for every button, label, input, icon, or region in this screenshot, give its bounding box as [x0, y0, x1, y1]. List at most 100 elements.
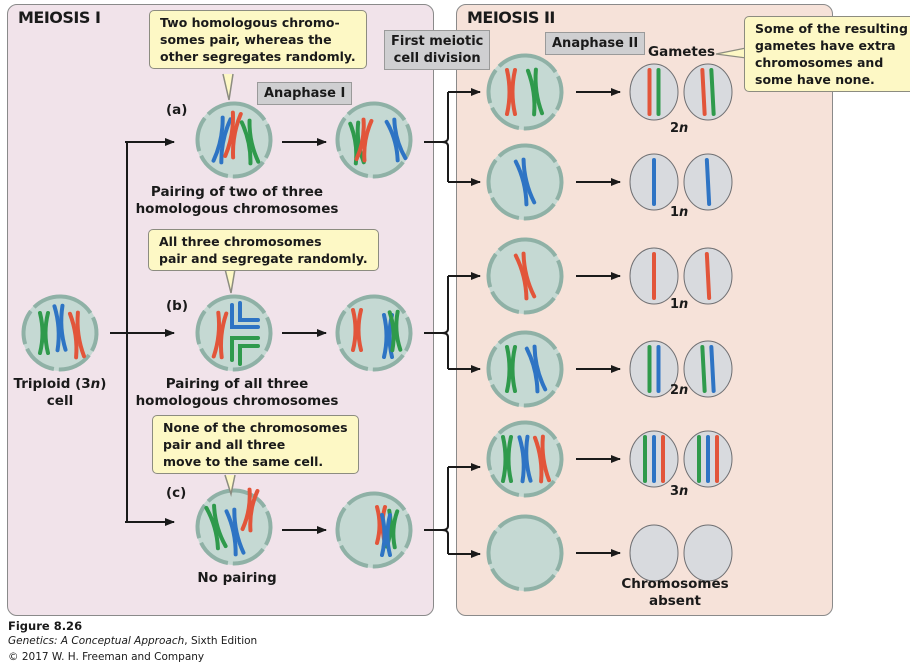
gamete	[683, 340, 733, 398]
chromatid	[387, 310, 396, 353]
caption-b-line: Pairing of all three	[165, 376, 309, 392]
chromosome-green-arm	[230, 336, 260, 362]
callout-c: None of the chromosomes pair and all thr…	[152, 415, 359, 474]
caption-a-line: homologous chromosomes	[135, 201, 339, 217]
cell-b-prophase	[195, 294, 273, 372]
copyright: © 2017 W. H. Freeman and Company	[8, 651, 205, 663]
gamete	[629, 524, 679, 582]
gamete	[683, 524, 733, 582]
chromatid	[239, 120, 253, 166]
chromatid	[232, 507, 246, 555]
chromosome-green	[204, 503, 228, 551]
gamete	[629, 247, 679, 305]
pathway-c-letter: (c)	[166, 485, 187, 501]
chromatid	[385, 513, 392, 557]
ploidy-n: n	[679, 484, 689, 499]
gamete	[629, 153, 679, 211]
chromatid	[240, 487, 252, 532]
caption-c-line: No pairing	[197, 570, 277, 586]
chromatid-blue	[704, 158, 712, 206]
chromatid	[362, 118, 374, 163]
chromatid	[510, 345, 517, 393]
absent-line: absent	[648, 593, 702, 609]
chromatid	[510, 68, 517, 116]
callout-c-tail	[224, 474, 236, 497]
triploid-cell-label: Triploid (3n) cell	[10, 376, 110, 410]
result-callout-tail	[715, 47, 747, 59]
gamete-membrane	[683, 340, 733, 398]
result-callout-line: chromosomes and	[755, 55, 884, 70]
result-callout: Some of the resulting gametes have extra…	[744, 16, 910, 92]
cells-layer	[21, 47, 747, 592]
chromatid	[532, 435, 544, 484]
cell-membrane	[335, 294, 413, 372]
chromatid	[391, 509, 400, 550]
gamete-membrane	[629, 63, 679, 121]
gamete	[683, 63, 733, 121]
chromatid	[224, 509, 238, 557]
cell-membrane	[486, 514, 564, 592]
chromosome-red	[67, 310, 87, 360]
chromatid	[533, 67, 545, 116]
cell-b-anaphase	[335, 294, 413, 372]
chromatid	[382, 313, 389, 359]
cell-membrane	[486, 53, 564, 131]
result-callout-line: some have none.	[755, 72, 875, 87]
cell-m2-row2	[486, 143, 564, 221]
cell-c-anaphase	[335, 491, 413, 569]
bracket-c	[424, 463, 481, 558]
callout-a-line: other segregates randomly.	[160, 49, 356, 64]
triploid-n: n	[90, 376, 101, 392]
ploidy-n: n	[679, 121, 689, 136]
arrows-layer	[110, 88, 621, 558]
first-division-line: cell division	[393, 51, 481, 66]
ploidy-label-row4: 2n	[670, 383, 688, 398]
callout-c-line: pair and all three	[163, 437, 286, 452]
first-division-label: First meiotic cell division	[384, 30, 491, 70]
meiosis-2-title: MEIOSIS II	[467, 8, 555, 27]
chromatid	[380, 513, 387, 557]
triploid-prefix: Triploid (3	[13, 376, 91, 392]
gamete	[683, 247, 733, 305]
caption-b: Pairing of all three homologous chromoso…	[132, 376, 342, 410]
chromosome-blue	[380, 513, 392, 557]
cell-a-prophase	[195, 101, 273, 179]
caption-b-line: homologous chromosomes	[135, 393, 339, 409]
chromatid	[513, 159, 529, 207]
result-callout-line: gametes have extra	[755, 38, 896, 53]
cell-c-prophase	[195, 487, 273, 566]
chromatid	[38, 311, 45, 355]
cell-a-anaphase	[335, 101, 413, 179]
callout-b-tail	[224, 268, 236, 294]
chromatid	[524, 346, 540, 394]
ploidy-num: 2	[670, 121, 680, 136]
chromosome-red	[505, 68, 517, 116]
callout-c-line: None of the chromosomes	[163, 420, 348, 435]
cell-m2-row1	[486, 53, 564, 131]
cell-m2-row4	[486, 330, 564, 408]
chromatid	[211, 115, 225, 163]
chromatid	[230, 112, 243, 160]
chromatid	[248, 488, 260, 533]
chromatid	[67, 311, 79, 360]
cell-m2-row5	[486, 420, 564, 498]
cell-membrane	[486, 420, 564, 498]
chromatid	[351, 308, 358, 352]
chromatid	[204, 505, 220, 551]
gametes-label: Gametes	[648, 44, 716, 60]
book-title: Genetics: A Conceptual Approach	[8, 635, 185, 647]
chromatid	[513, 253, 529, 301]
caption-a: Pairing of two of three homologous chrom…	[132, 184, 342, 218]
chromosome-blue	[211, 115, 233, 165]
cell-body	[487, 515, 563, 591]
chromatid	[219, 117, 233, 165]
callout-b: All three chromosomes pair and segregate…	[148, 229, 379, 271]
gamete-membrane	[683, 63, 733, 121]
bracket-brace	[441, 92, 449, 182]
ploidy-num: 1	[670, 297, 680, 312]
chromatid	[356, 308, 363, 352]
chromatid	[223, 110, 236, 158]
caption-a-line: Pairing of two of three	[150, 184, 324, 200]
ploidy-n: n	[679, 205, 689, 220]
